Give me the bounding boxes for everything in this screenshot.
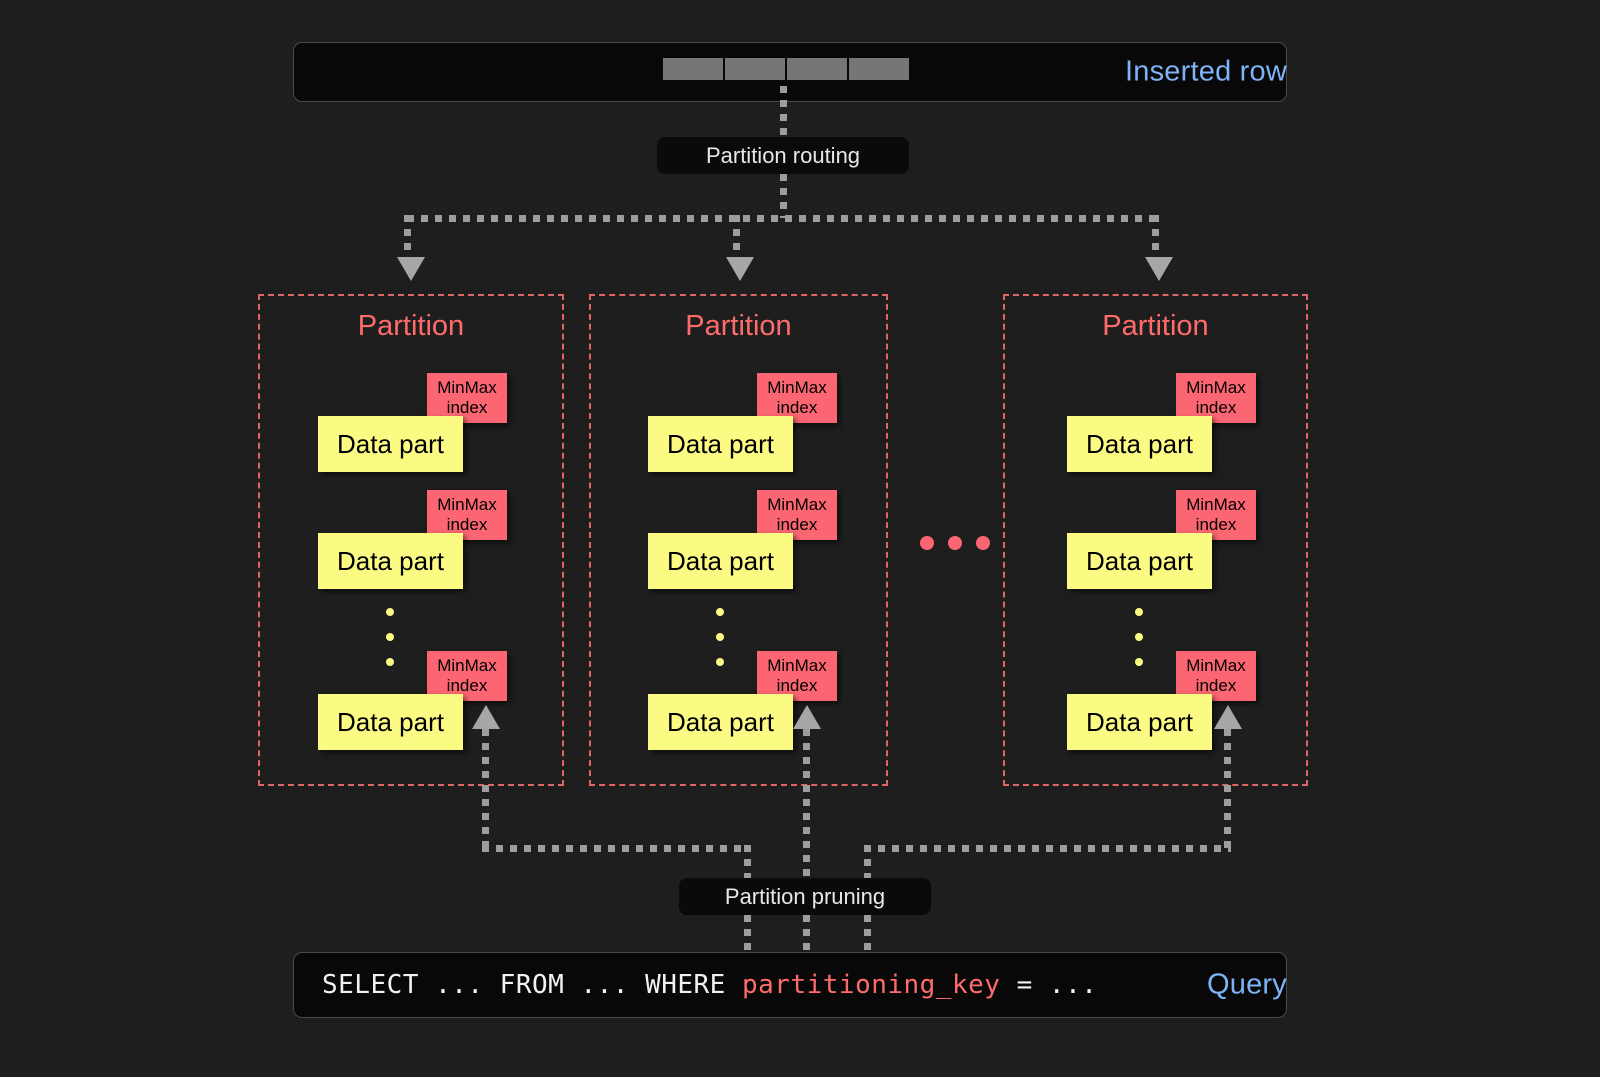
minmax-index-line2: index — [446, 515, 488, 534]
connector-partition-3-up — [1224, 729, 1231, 848]
query-label: Query — [1207, 968, 1287, 1001]
minmax-index-line1: MinMax — [767, 378, 827, 397]
minmax-index-line2: index — [776, 676, 818, 695]
minmax-index-line1: MinMax — [437, 378, 497, 397]
partition-1: Partition MinMax index Data part MinMax … — [258, 294, 564, 786]
connector-partition-2-to-pruning — [803, 729, 810, 878]
data-part-box: Data part — [1067, 694, 1212, 750]
partition-3: Partition MinMax index Data part MinMax … — [1003, 294, 1308, 786]
connector-partition-1-up — [482, 729, 489, 848]
minmax-index-box: MinMax index — [1176, 651, 1256, 701]
partition-pruning-box: Partition pruning — [679, 878, 931, 915]
arrow-up-partition-2 — [793, 705, 821, 729]
minmax-index-box: MinMax index — [427, 373, 507, 423]
minmax-index-line1: MinMax — [1186, 656, 1246, 675]
arrow-down-partition-1 — [397, 257, 425, 281]
partition-1-title: Partition — [357, 310, 465, 342]
connector-pruning-in-3 — [864, 845, 871, 878]
data-part-box: Data part — [648, 694, 793, 750]
minmax-index-line2: index — [446, 676, 488, 695]
partition-3-title: Partition — [1102, 310, 1209, 342]
minmax-index-box: MinMax index — [427, 490, 507, 540]
connector-pruning-to-query-2 — [803, 915, 810, 952]
minmax-index-line1: MinMax — [1186, 495, 1246, 514]
data-part-box: Data part — [1067, 533, 1212, 589]
minmax-index-line1: MinMax — [437, 656, 497, 675]
minmax-index-line2: index — [776, 515, 818, 534]
partition-2-title: Partition — [685, 310, 792, 342]
row-cell — [849, 58, 909, 80]
connector-partition-3-to-pruning — [864, 845, 1231, 852]
minmax-index-line2: index — [1195, 398, 1237, 417]
row-cell — [725, 58, 785, 80]
data-part-box: Data part — [318, 416, 463, 472]
partition-3-vertical-ellipsis — [1135, 608, 1143, 683]
minmax-index-box: MinMax index — [1176, 373, 1256, 423]
partition-1-vertical-ellipsis — [386, 608, 394, 683]
row-cell — [787, 58, 847, 80]
partition-routing-label: Partition routing — [705, 142, 861, 168]
connector-bus-to-partition-3 — [1152, 215, 1159, 259]
minmax-index-line2: index — [1195, 676, 1237, 695]
connector-partition-1-to-pruning — [482, 845, 750, 852]
connector-bus-to-partition-2 — [733, 215, 740, 259]
partitions-horizontal-ellipsis — [920, 536, 990, 550]
query-bar — [293, 952, 1287, 1018]
minmax-index-line1: MinMax — [767, 656, 827, 675]
minmax-index-line1: MinMax — [1186, 378, 1246, 397]
connector-bus-to-partition-1 — [404, 215, 411, 259]
minmax-index-line1: MinMax — [767, 495, 827, 514]
partition-routing-box: Partition routing — [657, 137, 909, 174]
inserted-row-cells — [663, 58, 909, 80]
minmax-index-box: MinMax index — [427, 651, 507, 701]
minmax-index-line2: index — [1195, 515, 1237, 534]
partition-pruning-label: Partition pruning — [724, 883, 886, 909]
arrow-up-partition-1 — [472, 705, 500, 729]
minmax-index-line2: index — [776, 398, 818, 417]
connector-row-to-routing — [780, 86, 787, 137]
arrow-down-partition-3 — [1145, 257, 1173, 281]
minmax-index-box: MinMax index — [757, 373, 837, 423]
connector-pruning-to-query-1 — [744, 915, 751, 952]
connector-routing-to-bus — [780, 174, 787, 218]
arrow-up-partition-3 — [1214, 705, 1242, 729]
data-part-box: Data part — [648, 533, 793, 589]
data-part-box: Data part — [648, 416, 793, 472]
data-part-box: Data part — [318, 694, 463, 750]
connector-pruning-in-1 — [744, 845, 751, 878]
connector-pruning-to-query-3 — [864, 915, 871, 952]
minmax-index-box: MinMax index — [1176, 490, 1256, 540]
routing-bus — [407, 215, 1159, 222]
data-part-box: Data part — [318, 533, 463, 589]
minmax-index-box: MinMax index — [757, 651, 837, 701]
inserted-row-label: Inserted row — [1125, 55, 1287, 88]
minmax-index-line2: index — [446, 398, 488, 417]
query-text: SELECT ... FROM ... WHERE partitioning_k… — [322, 970, 1097, 1000]
data-part-box: Data part — [1067, 416, 1212, 472]
arrow-down-partition-2 — [726, 257, 754, 281]
minmax-index-line1: MinMax — [437, 495, 497, 514]
query-suffix: = ... — [1000, 970, 1098, 1000]
query-keyword: partitioning_key — [742, 970, 1001, 1000]
partition-2-vertical-ellipsis — [716, 608, 724, 683]
partition-2: Partition MinMax index Data part MinMax … — [589, 294, 888, 786]
minmax-index-box: MinMax index — [757, 490, 837, 540]
row-cell — [663, 58, 723, 80]
query-prefix: SELECT ... FROM ... WHERE — [322, 970, 742, 1000]
